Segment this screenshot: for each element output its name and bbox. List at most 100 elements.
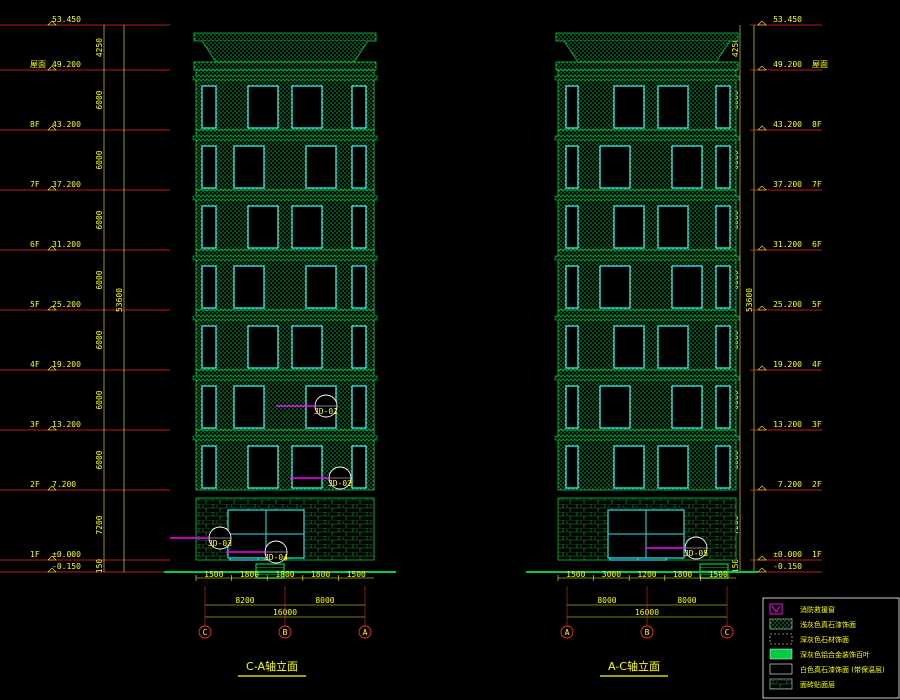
story-height-dim: 4250	[731, 38, 740, 57]
axis-label: C	[725, 628, 730, 637]
window	[291, 205, 323, 249]
level-name: 6F	[812, 240, 822, 249]
window	[657, 445, 689, 489]
window	[599, 145, 631, 189]
window	[247, 445, 279, 489]
level-name: 4F	[812, 360, 822, 369]
window	[565, 385, 579, 429]
axis-circle	[198, 625, 212, 639]
story-height-dim: 6000	[95, 210, 104, 229]
level-name: 屋面	[812, 60, 828, 69]
level-elevation: ±0.000	[52, 550, 81, 559]
floor-band	[554, 75, 740, 81]
story-height-dim: 150	[95, 559, 104, 574]
window	[671, 385, 703, 429]
level-marker-icon	[757, 485, 767, 491]
floor-band	[554, 195, 740, 201]
window	[657, 205, 689, 249]
legend-swatch	[769, 648, 793, 660]
level-name: 2F	[30, 480, 40, 489]
level-marker-icon	[47, 485, 57, 491]
level-marker-icon	[757, 20, 767, 26]
floor-band	[192, 75, 378, 81]
window	[715, 385, 731, 429]
level-marker-icon	[47, 425, 57, 431]
bottom-dim-text: 3000	[602, 570, 621, 579]
floor-band	[554, 315, 740, 321]
axis-circle	[720, 625, 734, 639]
window	[201, 145, 217, 189]
parapet	[555, 32, 739, 42]
floor-band	[192, 375, 378, 381]
floor-band	[192, 195, 378, 201]
level-name: 6F	[30, 240, 40, 249]
level-name: 2F	[812, 480, 822, 489]
level-name: 1F	[812, 550, 822, 559]
story-height-dim: 6000	[95, 450, 104, 469]
window	[613, 205, 645, 249]
bottom-dim-text: 1500	[347, 570, 366, 579]
parapet	[193, 32, 377, 42]
level-marker-icon	[757, 555, 767, 561]
legend-label: 面砖贴面层	[800, 680, 835, 689]
legend-swatch	[769, 678, 793, 690]
legend-label: 消防救援窗	[800, 605, 835, 614]
window	[247, 325, 279, 369]
window	[715, 85, 731, 129]
window	[613, 325, 645, 369]
window	[565, 325, 579, 369]
floor-band	[192, 255, 378, 261]
window	[613, 85, 645, 129]
total-height-dim: 53600	[745, 288, 754, 312]
window	[351, 445, 367, 489]
window	[201, 85, 217, 129]
level-marker-icon	[757, 65, 767, 71]
elevation-title: A-C轴立面	[608, 659, 660, 673]
level-marker-icon	[757, 305, 767, 311]
window	[233, 145, 265, 189]
roof-frame	[563, 40, 731, 63]
level-marker-icon	[47, 65, 57, 71]
level-marker-icon	[47, 20, 57, 26]
legend-swatch	[769, 663, 793, 675]
story-height-dim: 6000	[95, 390, 104, 409]
story-height-dim: 7200	[95, 515, 104, 534]
detail-callout-label: JD-05	[684, 549, 708, 558]
floor-band	[554, 135, 740, 141]
level-marker-icon	[47, 365, 57, 371]
bottom-dim-text: 1800	[240, 570, 259, 579]
legend-swatch	[769, 618, 793, 630]
level-elevation: 25.200	[773, 300, 802, 309]
bottom-dim-text: 1500	[709, 570, 728, 579]
level-elevation: 7.200	[778, 480, 802, 489]
level-name: 7F	[30, 180, 40, 189]
bay-dim-text: 8000	[315, 596, 334, 605]
bay-dim-text: 8000	[597, 596, 616, 605]
window	[305, 265, 337, 309]
window	[233, 265, 265, 309]
floor-band	[554, 375, 740, 381]
level-elevation: 49.200	[52, 60, 81, 69]
level-elevation: 31.200	[773, 240, 802, 249]
window	[565, 265, 579, 309]
level-elevation: 19.200	[52, 360, 81, 369]
level-marker-icon	[47, 125, 57, 131]
detail-callout-label: JD-01	[314, 407, 338, 416]
window	[671, 265, 703, 309]
level-name: 1F	[30, 550, 40, 559]
axis-circle	[358, 625, 372, 639]
window	[291, 445, 323, 489]
window	[201, 325, 217, 369]
window	[201, 265, 217, 309]
level-elevation: 19.200	[773, 360, 802, 369]
legend-swatch	[769, 633, 793, 645]
story-height-dim: 6000	[95, 270, 104, 289]
level-marker-icon	[47, 185, 57, 191]
window	[233, 385, 265, 429]
level-name: 8F	[812, 120, 822, 129]
window	[201, 445, 217, 489]
level-elevation: 31.200	[52, 240, 81, 249]
axis-label: B	[645, 628, 650, 637]
